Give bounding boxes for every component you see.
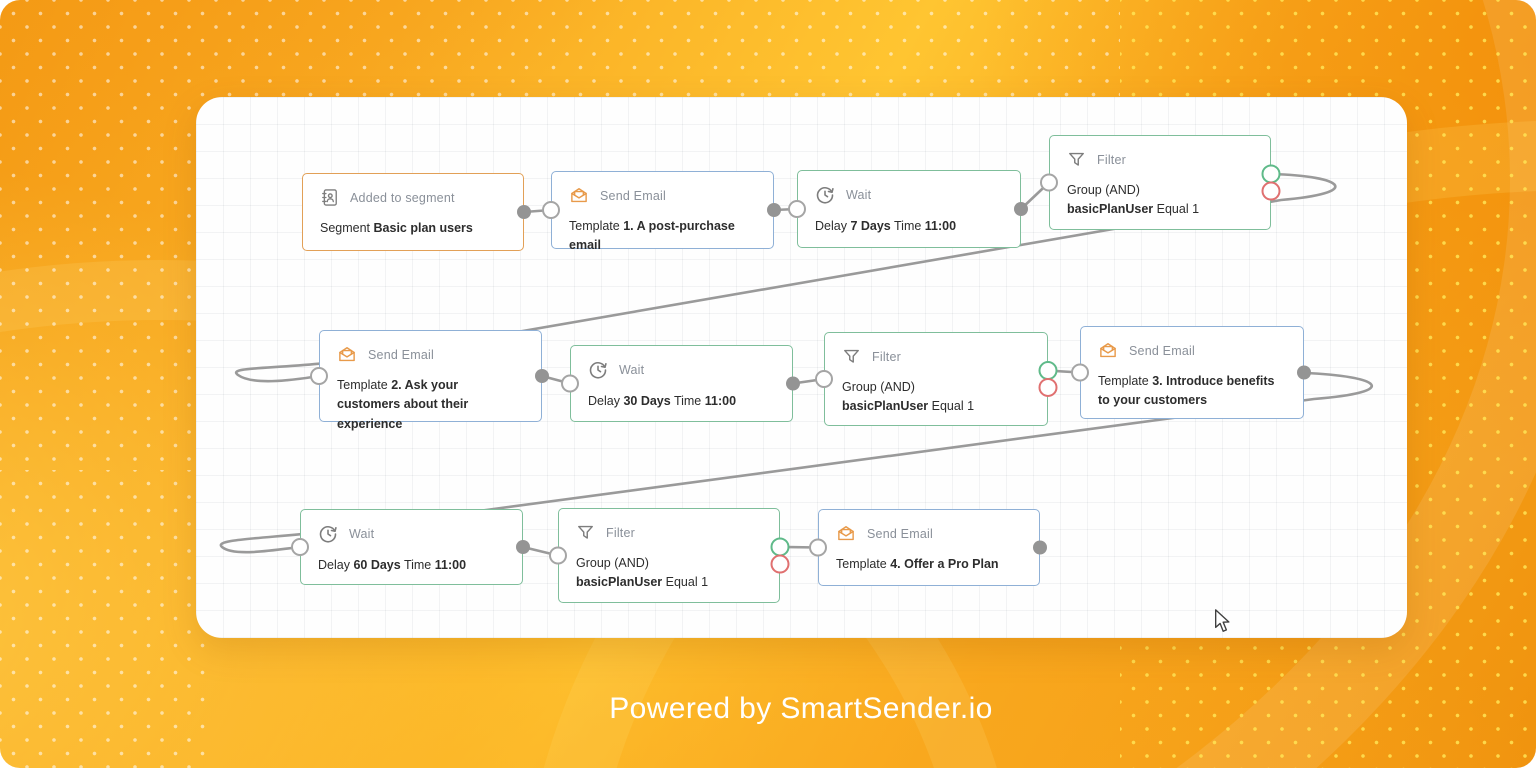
node-type-label: Send Email [867, 526, 933, 541]
node-header: Filter [576, 523, 762, 542]
node-body-text: Template 4. Offer a Pro Plan [836, 557, 999, 571]
edge-email-1-to-wait-1 [772, 207, 799, 212]
node-type-label: Added to segment [350, 190, 455, 205]
node-body-text: Delay 60 Days Time 11:00 [318, 558, 467, 572]
edge-filter-2-to-email-3 [1046, 369, 1082, 374]
node-body-text: Group (AND)basicPlanUser Equal 1 [576, 556, 709, 590]
node-body-text: Delay 30 Days Time 11:00 [588, 394, 737, 408]
funnel-icon [576, 523, 595, 542]
edge-wait-1-to-filter-1 [1019, 181, 1051, 211]
dots-pattern [0, 470, 210, 768]
node-header: Added to segment [320, 188, 506, 207]
envelope-icon [1098, 341, 1118, 360]
envelope-icon [569, 186, 589, 205]
edge-segment-1-to-email-1 [522, 208, 553, 214]
edge-wait-2-to-filter-2 [791, 377, 826, 385]
node-header: Send Email [836, 524, 1022, 543]
node-type-label: Wait [619, 363, 645, 377]
node-type-label: Send Email [368, 347, 434, 362]
node-header: Send Email [337, 345, 524, 364]
clock-icon [318, 524, 338, 544]
node-type-label: Send Email [1129, 343, 1195, 358]
edge-wait-3-to-filter-3 [521, 545, 560, 557]
envelope-icon [337, 345, 357, 364]
node-header: Wait [815, 185, 1003, 205]
node-header: Filter [1067, 150, 1253, 169]
clock-icon [815, 185, 835, 205]
powered-by-text: Powered by SmartSender.io [609, 692, 993, 725]
edge-email-2-to-wait-2 [540, 374, 572, 385]
clock-icon [588, 360, 608, 380]
node-type-label: Filter [606, 525, 635, 540]
node-header: Send Email [569, 186, 756, 205]
address-book-icon [320, 188, 339, 207]
node-body-text: Group (AND)basicPlanUser Equal 1 [842, 380, 975, 414]
node-header: Send Email [1098, 341, 1286, 360]
node-header: Filter [842, 347, 1030, 366]
node-type-label: Filter [1097, 152, 1126, 167]
edge-filter-3-to-email-4 [778, 545, 820, 549]
node-type-label: Wait [846, 188, 872, 202]
node-type-label: Wait [349, 527, 375, 541]
node-body-text: Template 3. Introduce benefits to your c… [1098, 374, 1275, 408]
funnel-icon [842, 347, 861, 366]
node-header: Wait [318, 524, 505, 544]
node-body-text: Template 1. A post-purchase email [569, 219, 735, 253]
node-type-label: Send Email [600, 188, 666, 203]
node-body-text: Group (AND)basicPlanUser Equal 1 [1067, 183, 1200, 217]
node-body-text: Delay 7 Days Time 11:00 [815, 219, 957, 233]
funnel-icon [1067, 150, 1086, 169]
node-type-label: Filter [872, 349, 901, 364]
envelope-icon [836, 524, 856, 543]
node-body-text: Template 2. Ask your customers about the… [337, 378, 469, 431]
node-body-text: Segment Basic plan users [320, 221, 473, 235]
node-header: Wait [588, 360, 775, 380]
